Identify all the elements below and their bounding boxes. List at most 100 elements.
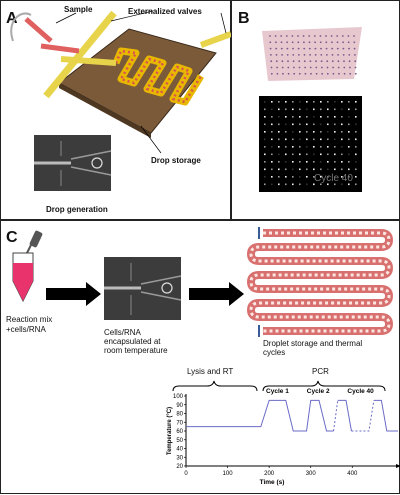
fluorescent-droplet xyxy=(334,183,336,186)
droplet-dot xyxy=(298,66,301,69)
fluorescent-droplet xyxy=(341,116,343,118)
fluorescent-droplet xyxy=(320,108,322,111)
droplet-dot xyxy=(270,60,273,63)
droplet-dot xyxy=(269,47,272,50)
fluorescent-droplet xyxy=(327,123,329,126)
fluorescent-droplet xyxy=(306,183,308,186)
fluorescent-droplet xyxy=(341,123,343,126)
droplet-dot xyxy=(330,35,333,37)
externalized-valves-label: Externalized valves xyxy=(128,7,202,16)
fluorescent-droplet xyxy=(334,123,336,126)
cycle40-label: Cycle 40 xyxy=(347,388,374,395)
fluorescent-droplet xyxy=(278,131,280,133)
microfluidic-chip-illustration xyxy=(10,10,233,191)
fluorescent-droplet xyxy=(313,108,315,111)
droplet-array-photo xyxy=(262,27,362,81)
fluorescent-droplet xyxy=(264,123,266,126)
droplet-dot xyxy=(280,35,283,37)
y-tick-label: 90 xyxy=(176,403,183,409)
fluorescent-droplet xyxy=(278,108,280,111)
droplet-dot xyxy=(341,35,344,37)
cycle1-label: Cycle 1 xyxy=(266,388,289,395)
fluorescent-droplet xyxy=(320,116,322,118)
fluorescent-droplet xyxy=(355,116,357,118)
fluorescent-droplet xyxy=(299,138,301,141)
fluorescent-droplet xyxy=(355,138,357,141)
droplet-dot xyxy=(326,72,329,75)
reaction-mix-label: Reaction mix xyxy=(6,315,53,324)
fluorescent-droplet xyxy=(320,176,322,178)
droplet-dot xyxy=(304,66,306,69)
droplet-dot xyxy=(348,47,350,50)
droplet-dot xyxy=(285,35,288,37)
droplet-dot xyxy=(281,60,284,63)
fluorescent-droplet xyxy=(355,101,357,103)
fluorescent-droplet xyxy=(348,108,350,111)
fluorescent-droplet xyxy=(271,176,273,178)
fluorescence-image xyxy=(259,96,362,192)
fluorescent-droplet xyxy=(334,138,336,141)
droplet-dot xyxy=(315,66,318,69)
y-tick-label: 100 xyxy=(173,394,184,400)
droplet-dot xyxy=(326,60,329,63)
droplet-dot xyxy=(309,66,312,69)
y-tick-label: 50 xyxy=(176,438,183,444)
fluorescent-droplet xyxy=(320,153,322,156)
drop-generation-label: Drop generation xyxy=(46,205,108,214)
fluorescent-droplet xyxy=(278,161,280,163)
fluorescent-droplet xyxy=(313,176,315,178)
fluorescent-droplet xyxy=(327,161,329,163)
fluorescent-droplet xyxy=(278,146,280,148)
fluorescent-droplet xyxy=(320,146,322,148)
room-temp-label: room temperature xyxy=(104,346,168,355)
reaction-mix-sub-label: +cells/RNA xyxy=(6,325,46,334)
droplet-dot xyxy=(354,66,357,69)
fluorescent-droplet xyxy=(264,108,266,111)
fluorescent-droplet xyxy=(348,153,350,156)
droplet-dot xyxy=(342,41,344,44)
droplet-dot xyxy=(348,60,351,63)
fluorescent-droplet xyxy=(278,176,280,178)
droplet-dot xyxy=(276,66,278,69)
droplet-dot xyxy=(276,72,279,75)
fluorescent-droplet xyxy=(348,176,350,178)
droplet-dot xyxy=(298,54,300,56)
arrow-right-icon xyxy=(46,282,101,306)
fluorescent-droplet xyxy=(299,168,301,171)
droplet-dot xyxy=(291,35,294,37)
fluorescent-droplet xyxy=(327,131,329,133)
sample-label: Sample xyxy=(64,5,93,14)
fluorescent-droplet xyxy=(271,161,273,163)
fluorescent-droplet xyxy=(271,146,273,148)
fluorescent-droplet xyxy=(306,138,308,141)
droplet-dot xyxy=(338,72,340,75)
fluorescent-droplet xyxy=(355,161,357,163)
fluorescent-droplet xyxy=(348,183,350,186)
fluorescent-droplet xyxy=(264,176,266,178)
fluorescent-droplet xyxy=(292,176,294,178)
fluorescent-droplet xyxy=(313,123,315,126)
droplet-dot xyxy=(310,72,312,75)
droplet-dot xyxy=(347,35,350,37)
fluorescent-droplet xyxy=(278,183,280,186)
droplet-dot xyxy=(274,35,277,37)
droplet-dot xyxy=(303,54,306,56)
droplet-dot xyxy=(325,35,327,37)
lysis-brace xyxy=(172,380,258,392)
droplet-dot xyxy=(321,72,324,75)
fluorescent-droplet xyxy=(334,131,336,133)
fluorescent-droplet xyxy=(355,176,357,178)
fluorescent-droplet xyxy=(306,153,308,156)
droplet-dot xyxy=(275,41,277,44)
fluorescent-droplet xyxy=(292,161,294,163)
fluorescent-droplet xyxy=(271,123,273,126)
fluorescent-droplet xyxy=(334,161,336,163)
encapsulation-micrograph xyxy=(104,257,182,320)
droplet-dot xyxy=(281,66,284,69)
droplet-dot xyxy=(354,60,357,63)
fluorescent-droplet xyxy=(264,131,266,133)
arrow-right-icon xyxy=(189,282,244,306)
droplet-dot xyxy=(342,54,345,56)
droplet-dot xyxy=(337,54,339,56)
encapsulated-label: encapsulated at xyxy=(104,337,161,346)
